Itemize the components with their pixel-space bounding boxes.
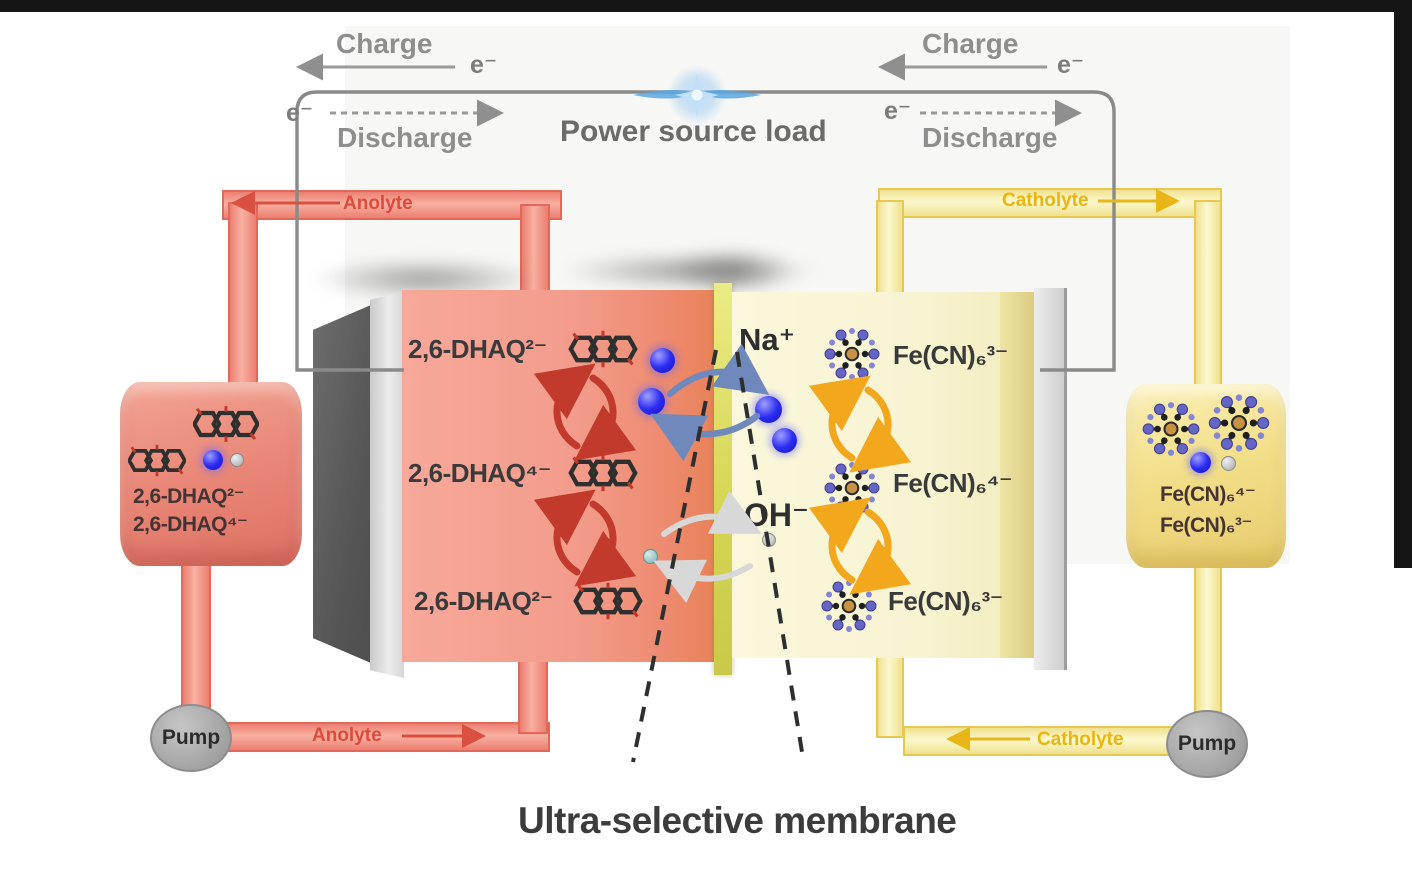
membrane-shadow: [672, 248, 792, 294]
anolyte-tank-species-1: 2,6-DHAQ²⁻: [133, 485, 245, 508]
membrane-pointer-line: [631, 349, 718, 763]
catholyte-tank-species-1: Fe(CN)₆⁴⁻: [1160, 483, 1256, 506]
sodium-ion-ball: [772, 428, 797, 453]
electron-label: e⁻: [286, 99, 314, 127]
electron-label: e⁻: [470, 51, 498, 79]
anolyte-cell-species-3: 2,6-DHAQ²⁻: [414, 586, 553, 616]
catholyte-cell-species-2: Fe(CN)₆⁴⁻: [893, 468, 1013, 498]
catholyte-tank-bottom-stub: [1194, 552, 1222, 720]
catholyte-bottom-pipe-label: Catholyte: [1037, 729, 1124, 750]
anolyte-top-pipe: [222, 190, 562, 220]
membrane-caption: Ultra-selective membrane: [518, 800, 957, 841]
catholyte-tank-top-stub: [1194, 200, 1222, 396]
catholyte-cell-top-stub: [876, 200, 904, 304]
membrane-pointer-line: [735, 351, 805, 759]
discharge-label-left: Discharge: [337, 122, 473, 153]
anolyte-top-pipe-label: Anolyte: [343, 193, 413, 214]
catholyte-cell-species-1: Fe(CN)₆³⁻: [893, 340, 1008, 370]
sodium-ion-ball: [650, 348, 675, 373]
pump-label: Pump: [161, 726, 221, 749]
catholyte-cell-bottom-stub: [876, 652, 904, 738]
electron-label: e⁻: [884, 97, 912, 125]
discharge-label-right: Discharge: [922, 122, 1058, 153]
spark-icon: [633, 65, 761, 125]
anolyte-cell-bottom-stub: [518, 652, 548, 734]
catholyte-top-pipe-label: Catholyte: [1002, 190, 1089, 211]
anolyte-tank-bottom-stub: [181, 552, 211, 716]
electron-label: e⁻: [1057, 51, 1085, 79]
charge-label-right: Charge: [922, 28, 1019, 59]
top-frame-bar: [0, 0, 1412, 12]
pump-label: Pump: [1177, 732, 1237, 755]
anode-electrode-plate: [370, 292, 404, 678]
hydroxide-ion-ball: [230, 453, 244, 467]
anolyte-pump: Pump: [150, 704, 232, 772]
anolyte-cell-species-2: 2,6-DHAQ⁴⁻: [408, 458, 551, 488]
hydroxide-ion-ball: [1221, 456, 1236, 471]
sodium-ion-ball: [1190, 452, 1211, 473]
anolyte-bottom-pipe-label: Anolyte: [312, 725, 382, 746]
catholyte-pump: Pump: [1166, 710, 1248, 778]
right-frame-bar: [1394, 0, 1412, 568]
sodium-ion-ball: [638, 388, 665, 415]
sodium-ion-ball: [203, 450, 223, 470]
cathode-electrode-plate: [1034, 288, 1067, 670]
catholyte-tank: [1126, 384, 1286, 568]
anolyte-cell-species-1: 2,6-DHAQ²⁻: [408, 334, 547, 364]
anolyte-tank-species-2: 2,6-DHAQ⁴⁻: [133, 513, 248, 536]
power-source-label: Power source load: [560, 115, 827, 148]
catholyte-compartment-side: [1000, 292, 1036, 658]
sodium-ion-ball: [755, 396, 782, 423]
charge-label-left: Charge: [336, 28, 433, 59]
catholyte-tank-species-2: Fe(CN)₆³⁻: [1160, 514, 1252, 537]
